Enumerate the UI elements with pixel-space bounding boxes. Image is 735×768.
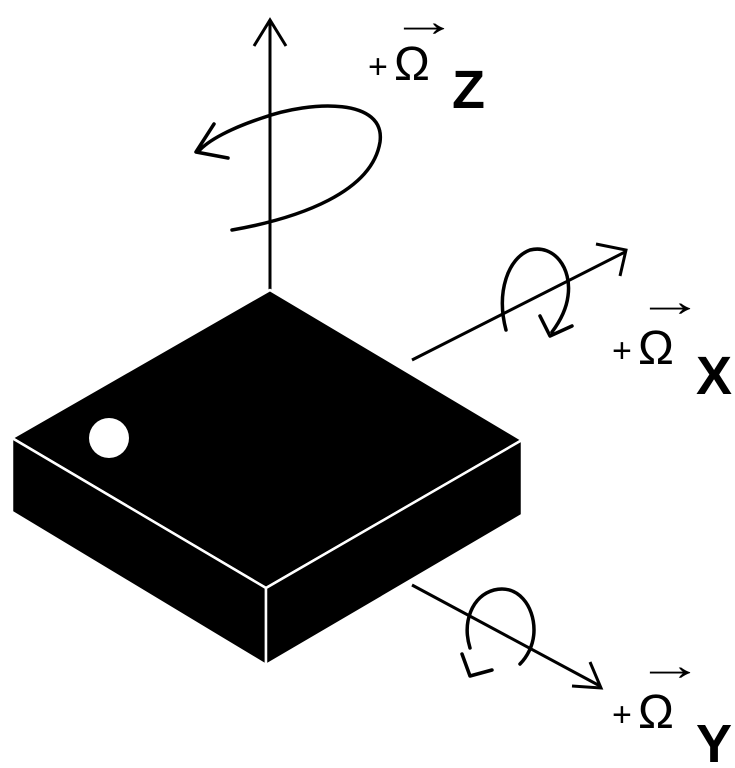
x-axis-arrowhead [595,242,628,277]
chip-package [10,288,524,667]
chip-right-face [264,438,524,667]
x-label-sign: + [612,332,632,370]
x-label-axis-letter: X [696,346,732,406]
y-label-sign: + [612,696,632,734]
x-label-vector-arrow: → [636,277,704,326]
y-label-axis-letter: Y [696,714,732,768]
y-axis-line [411,583,601,688]
x-label: → + Ω X [612,277,732,406]
x-axis [411,242,628,362]
pin-1-dot [89,418,129,458]
z-label-vector-arrow: → [390,0,458,46]
z-label: → + Ω Z [368,0,485,120]
x-label-omega: Ω [638,322,674,375]
x-axis-line [411,250,626,362]
z-label-sign: + [368,48,388,86]
y-label: → + Ω Y [612,641,732,768]
y-rotation-arrow [465,587,536,666]
x-rotation-arrow [500,247,571,334]
z-label-omega: Ω [394,38,430,91]
z-axis-arrowhead [252,17,288,47]
x-rotation-arrowhead [538,314,574,338]
y-axis [411,583,604,690]
y-rotation-arrowhead [460,652,494,678]
z-label-axis-letter: Z [452,60,485,120]
z-rotation-arrow [196,104,382,232]
y-axis-arrowhead [571,661,604,690]
z-axis [194,17,382,290]
z-rotation-arrowhead [194,122,230,160]
y-label-vector-arrow: → [636,641,704,690]
y-label-omega: Ω [638,686,674,739]
